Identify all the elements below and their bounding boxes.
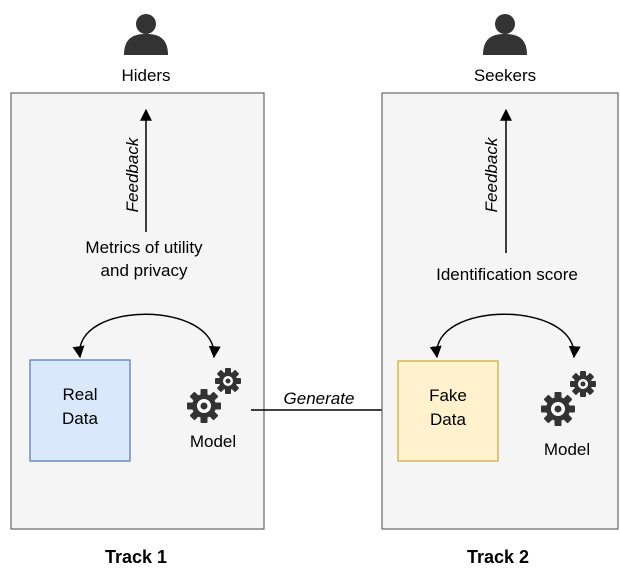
track2-data-line1: Fake bbox=[429, 386, 467, 405]
track1-feedback-label: Feedback bbox=[123, 136, 142, 212]
track2-track-label: Track 2 bbox=[467, 547, 529, 567]
track1-metrics-line2: and privacy bbox=[101, 261, 188, 280]
track2-fake-data-box bbox=[397, 360, 499, 462]
track1-track-label: Track 1 bbox=[105, 547, 167, 567]
track1-user-label: Hiders bbox=[121, 66, 170, 85]
track2-data-line2: Data bbox=[430, 410, 466, 429]
track1-cycle-arrow bbox=[72, 313, 221, 359]
generate-label: Generate bbox=[284, 389, 355, 408]
track2-model-label: Model bbox=[544, 440, 590, 459]
track2-person-icon bbox=[483, 14, 527, 55]
track1-person-icon bbox=[124, 14, 168, 55]
track2-feedback-label: Feedback bbox=[482, 136, 501, 212]
track2-user-label: Seekers bbox=[474, 66, 536, 85]
track1-real-data-box bbox=[29, 359, 131, 462]
track1-data-line1: Real bbox=[63, 385, 98, 404]
track2-score-label: Identification score bbox=[436, 265, 578, 284]
track1-metrics-line1: Metrics of utility bbox=[85, 238, 203, 257]
track2-cycle-arrow bbox=[429, 313, 581, 359]
track1-data-line2: Data bbox=[62, 409, 98, 428]
track1-model-label: Model bbox=[190, 432, 236, 451]
